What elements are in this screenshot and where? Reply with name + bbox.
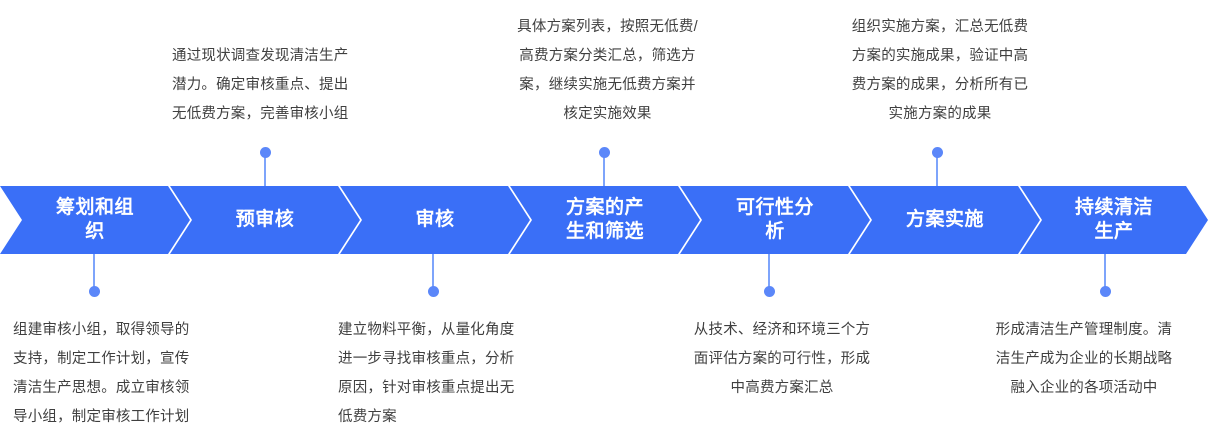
step-label-1: 筹划和组 织 <box>55 196 134 242</box>
connector-below-step-7 <box>1099 254 1111 297</box>
connector-above-step-2 <box>259 147 271 188</box>
step-label-3: 审核 <box>415 208 455 230</box>
connector-below-step-1 <box>88 254 100 297</box>
step-chevron-5[interactable]: 可行性分 析 <box>680 186 870 254</box>
connector-above-step-4 <box>598 147 610 188</box>
connector-below-step-5 <box>763 254 775 297</box>
connector-dot <box>427 286 439 297</box>
step-chevron-6[interactable]: 方案实施 <box>850 186 1040 254</box>
step-label-2: 预审核 <box>235 208 295 230</box>
connector-dot <box>763 286 775 297</box>
step-label-5: 可行性分 析 <box>735 196 814 242</box>
connector-dot <box>931 147 943 158</box>
note-below-step-5: 从技术、经济和环境三个方 面评估方案的可行性，形成 中高费方案汇总 <box>693 322 871 396</box>
note-below-step-1: 组建审核小组，取得领导的 支持，制定工作计划，宣传 清洁生产思想。成立审核领 导… <box>13 322 190 425</box>
connector-dot <box>88 286 100 297</box>
step-label-6: 方案实施 <box>905 208 984 230</box>
connector-dot <box>259 147 271 158</box>
step-label-7: 持续清洁 生产 <box>1074 196 1153 242</box>
note-above-step-4: 具体方案列表，按照无低费/ 高费方案分类汇总，筛选方 案，继续实施无低费方案并 … <box>517 19 698 122</box>
note-above-step-2: 通过现状调查发现清洁生产 潜力。确定审核重点、提出 无低费方案，完善审核小组 <box>172 48 349 122</box>
step-label-4: 方案的产 生和筛选 <box>565 196 644 242</box>
step-chevron-7[interactable]: 持续清洁 生产 <box>1020 186 1208 254</box>
step-chevron-1[interactable]: 筹划和组 织 <box>0 186 190 254</box>
step-chevron-3[interactable]: 审核 <box>340 186 530 254</box>
note-above-step-6: 组织实施方案，汇总无低费 方案的实施成果，验证中高 费方案的成果，分析所有已 实… <box>851 19 1029 122</box>
step-chevron-4[interactable]: 方案的产 生和筛选 <box>510 186 700 254</box>
connector-above-step-6 <box>931 147 943 188</box>
note-below-step-3: 建立物料平衡，从量化角度 进一步寻找审核重点，分析 原因，针对审核重点提出无 低… <box>338 322 515 425</box>
note-below-step-7: 形成清洁生产管理制度。清 洁生产成为企业的长期战略 融入企业的各项活动中 <box>995 322 1173 396</box>
step-chevron-2[interactable]: 预审核 <box>170 186 360 254</box>
connector-below-step-3 <box>427 254 439 297</box>
connector-dot <box>1099 286 1111 297</box>
connector-dot <box>598 147 610 158</box>
chevron-band: 筹划和组 织 预审核 审核 方案的产 生和筛选 可行性分 析 方案实施 持续清洁… <box>0 186 1208 254</box>
